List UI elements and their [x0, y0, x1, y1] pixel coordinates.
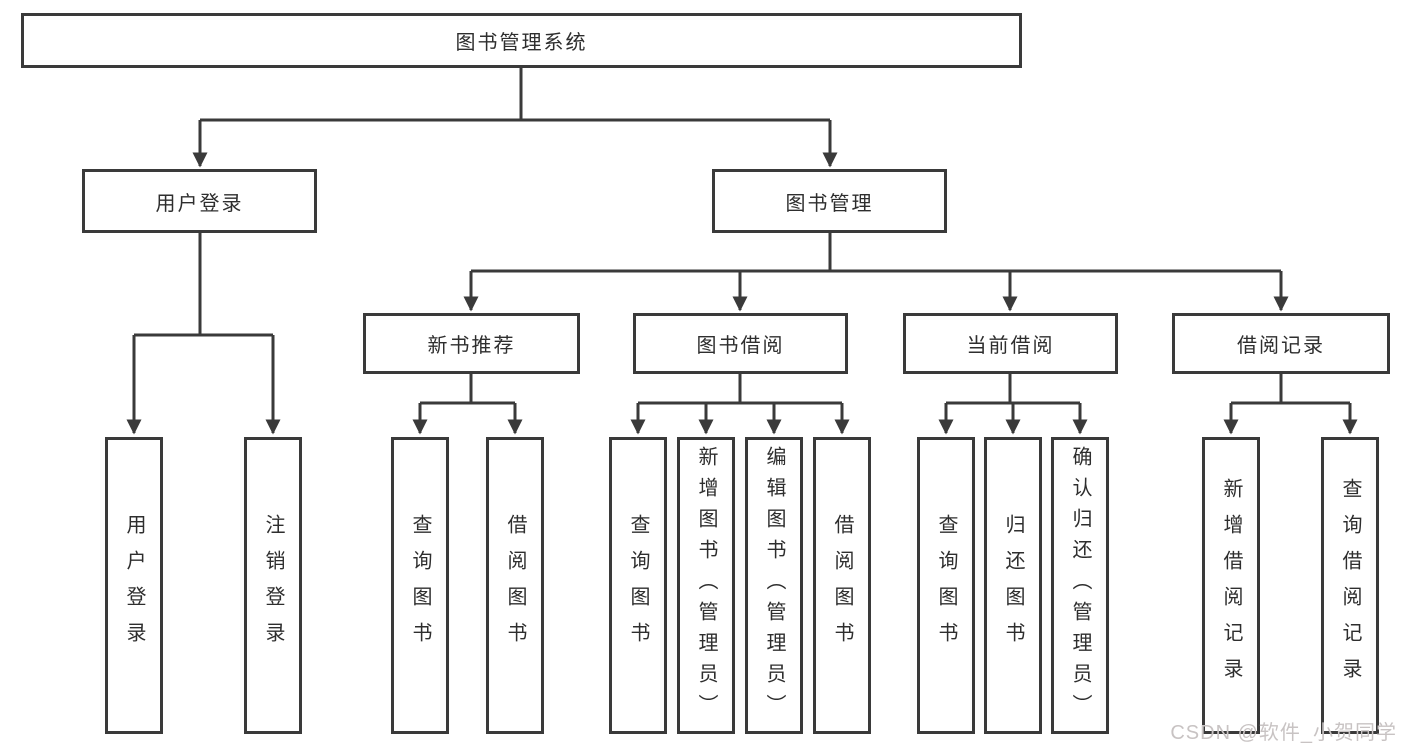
node-new-book-recommendation: 新书推荐 — [363, 313, 580, 374]
leaf-user-login: 用户登录 — [105, 437, 163, 734]
leaf-add-borrow-record: 新增借阅记录 — [1202, 437, 1260, 734]
node-current-borrowing: 当前借阅 — [903, 313, 1118, 374]
node-label: 新增借阅记录 — [1220, 477, 1242, 694]
node-label: 图书管理 — [785, 192, 874, 215]
node-library-management-system: 图书管理系统 — [21, 13, 1022, 68]
leaf-borrow-books-borrowing: 借阅图书 — [813, 437, 871, 734]
leaf-logout: 注销登录 — [244, 437, 302, 734]
node-book-management: 图书管理 — [712, 169, 947, 233]
arrowheads — [126, 120, 1358, 435]
node-label: 图书管理系统 — [455, 32, 588, 54]
node-label: 新增图书（管理员） — [695, 446, 717, 725]
leaf-edit-book-admin: 编辑图书（管理员） — [745, 437, 803, 734]
leaf-borrow-books-recommend: 借阅图书 — [486, 437, 544, 734]
node-label: 确认归还（管理员） — [1069, 446, 1091, 725]
tree-edges — [134, 68, 1350, 405]
leaf-add-book-admin: 新增图书（管理员） — [677, 437, 735, 734]
node-label: 用户登录 — [155, 192, 244, 215]
node-borrowing-records: 借阅记录 — [1172, 313, 1390, 374]
node-label: 编辑图书（管理员） — [763, 446, 785, 725]
leaf-confirm-return-admin: 确认归还（管理员） — [1051, 437, 1109, 734]
node-label: 查询图书 — [627, 513, 649, 658]
node-label: 查询图书 — [935, 513, 957, 658]
node-label: 查询图书 — [409, 513, 431, 658]
node-label: 用户登录 — [123, 513, 145, 658]
leaf-query-borrow-record: 查询借阅记录 — [1321, 437, 1379, 734]
leaf-return-book: 归还图书 — [984, 437, 1042, 734]
node-label: 借阅图书 — [831, 513, 853, 658]
leaf-query-books-borrowing: 查询图书 — [609, 437, 667, 734]
leaf-query-books-recommend: 查询图书 — [391, 437, 449, 734]
node-label: 新书推荐 — [427, 335, 516, 357]
node-label: 借阅记录 — [1237, 335, 1325, 357]
node-label: 当前借阅 — [966, 335, 1055, 357]
node-label: 图书借阅 — [696, 335, 785, 357]
leaf-query-books-current: 查询图书 — [917, 437, 975, 734]
node-label: 注销登录 — [262, 513, 284, 658]
node-user-login: 用户登录 — [82, 169, 317, 233]
node-book-borrowing: 图书借阅 — [633, 313, 848, 374]
node-label: 归还图书 — [1002, 513, 1024, 658]
node-label: 借阅图书 — [504, 513, 526, 658]
node-label: 查询借阅记录 — [1339, 477, 1361, 694]
csdn-watermark: CSDN @软件_小贺同学 — [1170, 722, 1397, 744]
